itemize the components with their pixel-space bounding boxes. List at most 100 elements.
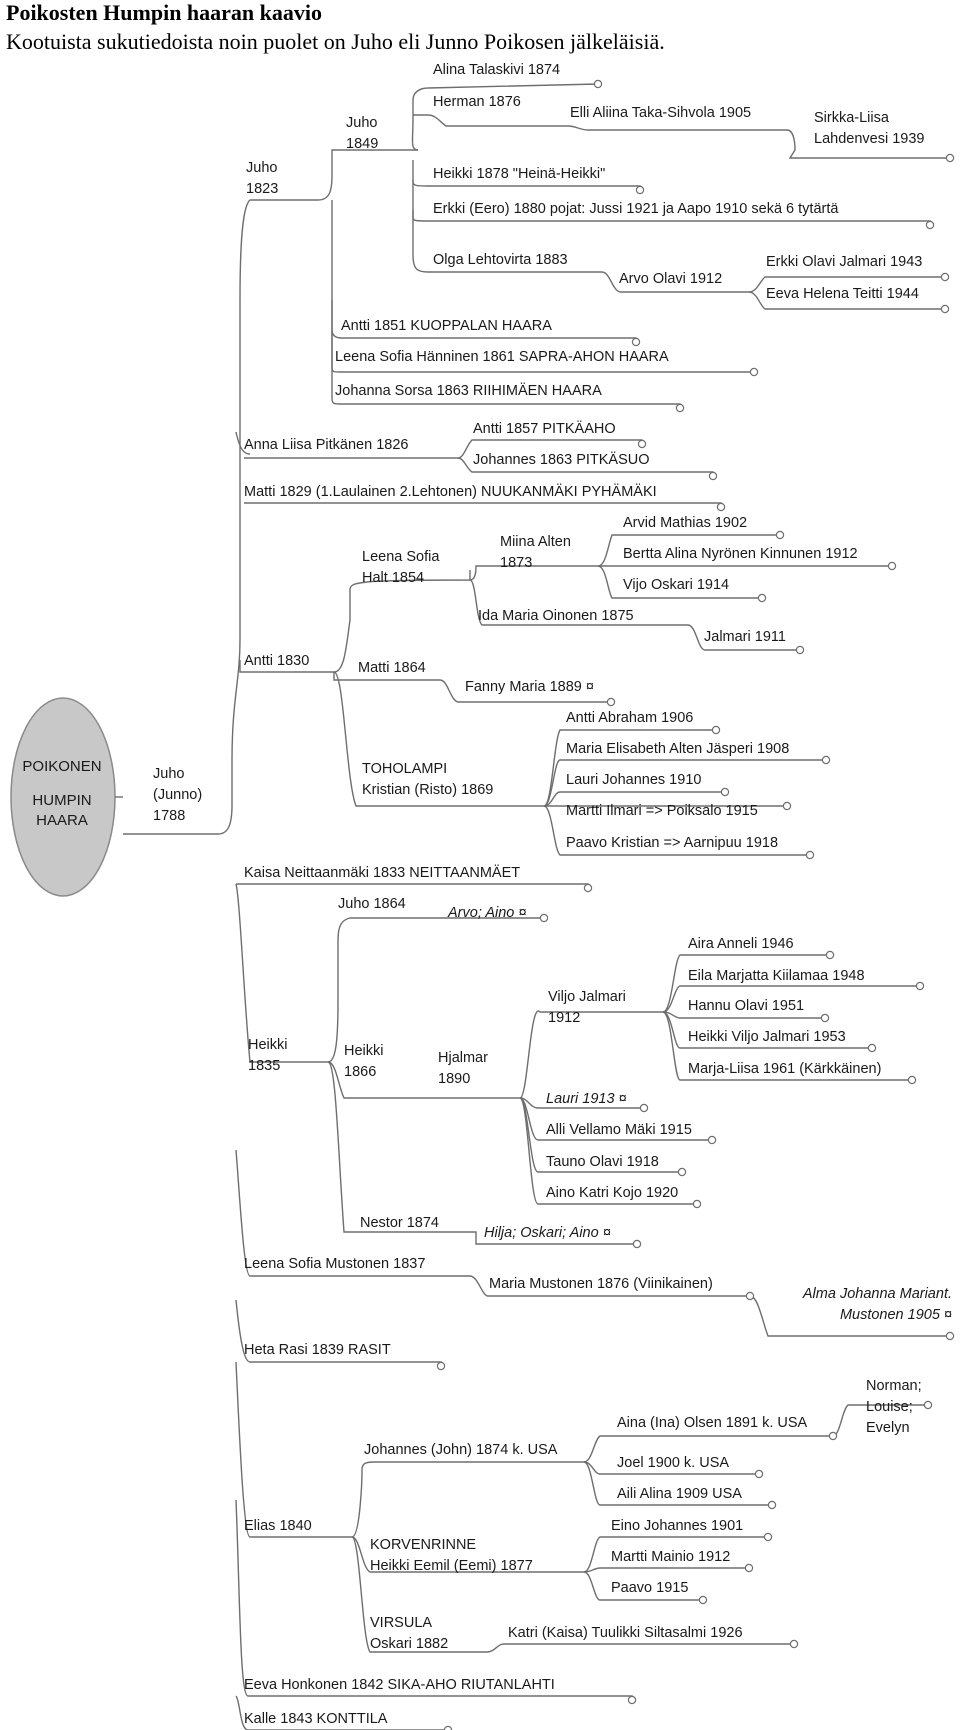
connector-line — [411, 83, 599, 151]
label-leena1861: Leena Sofia Hänninen 1861 SAPRA-AHON HAA… — [335, 349, 669, 365]
label-alina: Alina Talaskivi 1874 — [433, 62, 560, 78]
label-ida: Ida Maria Oinonen 1875 — [478, 608, 634, 624]
connector-line — [469, 579, 800, 651]
label-heta: Heta Rasi 1839 RASIT — [244, 1342, 391, 1358]
connector-line — [327, 917, 544, 1063]
connector-line — [583, 1536, 768, 1573]
connector-line — [583, 1435, 833, 1463]
branch-end-marker — [606, 697, 616, 707]
branch-end-marker — [593, 79, 603, 89]
branch-end-marker — [820, 1013, 830, 1023]
connector-line — [519, 1010, 663, 1099]
label-lauri1910: Lauri Johannes 1910 — [566, 772, 701, 788]
connector-line — [413, 114, 568, 127]
label-paavo1915: Paavo 1915 — [611, 1580, 688, 1596]
connector-line — [567, 125, 950, 159]
label-fanny: Fanny Maria 1889 ¤ — [465, 679, 594, 695]
label-eeva1944: Eeva Helena Teitti 1944 — [766, 286, 919, 302]
branch-end-marker — [945, 153, 955, 163]
connector-line — [351, 1461, 584, 1538]
branch-end-marker — [708, 471, 718, 481]
branch-end-marker — [795, 645, 805, 655]
branch-end-marker — [698, 1595, 708, 1605]
label-hilja: Hilja; Oskari; Aino ¤ — [484, 1225, 611, 1241]
branch-end-marker — [828, 1431, 838, 1441]
label-arvid: Arvid Mathias 1902 — [623, 515, 747, 531]
label-antti1830: Antti 1830 — [244, 653, 309, 669]
connector-line — [235, 1299, 442, 1366]
label-martti1915: Martti Ilmari => Poiksalo 1915 — [566, 803, 758, 819]
branch-end-marker — [436, 1361, 446, 1371]
connector-line — [327, 1061, 637, 1245]
connector-line — [486, 1643, 794, 1653]
branch-end-marker — [692, 1199, 702, 1209]
connector-line — [235, 883, 328, 1063]
label-jalmari1911: Jalmari 1911 — [704, 629, 786, 645]
branch-end-marker — [767, 1500, 777, 1510]
connector-line — [331, 330, 681, 408]
branch-end-marker — [716, 502, 726, 512]
label-johanna1863: Johanna Sorsa 1863 RIIHIMÄEN HAARA — [335, 382, 602, 399]
connector-line — [236, 883, 589, 888]
label-eila: Eila Marjatta Kiilamaa 1948 — [688, 968, 865, 984]
connector-line — [597, 534, 780, 567]
branch-end-marker — [720, 787, 730, 797]
branch-end-marker — [744, 1563, 754, 1573]
branch-end-marker — [639, 1103, 649, 1113]
branch-end-marker — [789, 1639, 799, 1649]
branch-end-marker — [632, 1239, 642, 1249]
branch-end-marker — [677, 1167, 687, 1177]
label-alma: Alma Johanna Mariant.Mustonen 1905 ¤ — [802, 1286, 952, 1323]
branch-end-marker — [782, 801, 792, 811]
connector-line — [662, 1011, 912, 1081]
label-herman: Herman 1876 — [433, 94, 521, 110]
label-nestor: Nestor 1874 — [360, 1215, 439, 1231]
label-ainokatri: Aino Katri Kojo 1920 — [546, 1185, 678, 1201]
branch-end-marker — [805, 850, 815, 860]
connector-line — [662, 954, 830, 1013]
connector-line — [235, 1149, 470, 1277]
branch-end-marker — [631, 337, 641, 347]
label-erkki1880: Erkki (Eero) 1880 pojat: Jussi 1921 ja A… — [433, 201, 839, 217]
label-joel: Joel 1900 k. USA — [617, 1455, 729, 1471]
label-elias: Elias 1840 — [244, 1518, 312, 1534]
label-juho1864: Juho 1864 — [338, 896, 406, 912]
connector-line — [748, 291, 945, 310]
label-vijo: Vijo Oskari 1914 — [623, 577, 729, 593]
branch-end-marker — [867, 1043, 877, 1053]
connector-line — [748, 276, 945, 293]
label-arvoaino: Arvo; Aino ¤ — [447, 905, 526, 921]
branch-end-marker — [757, 593, 767, 603]
connector-line — [244, 502, 722, 507]
branch-end-marker — [637, 439, 647, 449]
connector-line — [662, 985, 920, 1013]
label-leenamust: Leena Sofia Mustonen 1837 — [244, 1256, 425, 1272]
label-antti1851: Antti 1851 KUOPPALAN HAARA — [341, 318, 552, 334]
label-johannes1874: Johannes (John) 1874 k. USA — [364, 1442, 558, 1458]
page-title: Poikosten Humpin haaran kaavio — [6, 0, 323, 25]
branch-end-marker — [821, 755, 831, 765]
branch-end-marker — [887, 561, 897, 571]
branch-end-marker — [915, 981, 925, 991]
label-heikki1878: Heikki 1878 "Heinä-Heikki" — [433, 166, 605, 182]
label-antti1857: Antti 1857 PITKÄAHO — [473, 420, 616, 437]
label-elli: Elli Aliina Taka-Sihvola 1905 — [570, 105, 751, 121]
label-aili: Aili Alina 1909 USA — [617, 1486, 742, 1502]
connector-line — [583, 1567, 749, 1573]
label-paavo1918: Paavo Kristian => Aarnipuu 1918 — [566, 835, 778, 851]
connector-line — [327, 1061, 520, 1099]
page-subtitle: Kootuista sukutiedoista noin puolet on J… — [6, 29, 665, 54]
label-hannu: Hannu Olavi 1951 — [688, 998, 804, 1014]
label-erkkiolavi: Erkki Olavi Jalmari 1943 — [766, 254, 922, 270]
label-marjaliisa: Marja-Liisa 1961 (Kärkkäinen) — [688, 1061, 881, 1077]
